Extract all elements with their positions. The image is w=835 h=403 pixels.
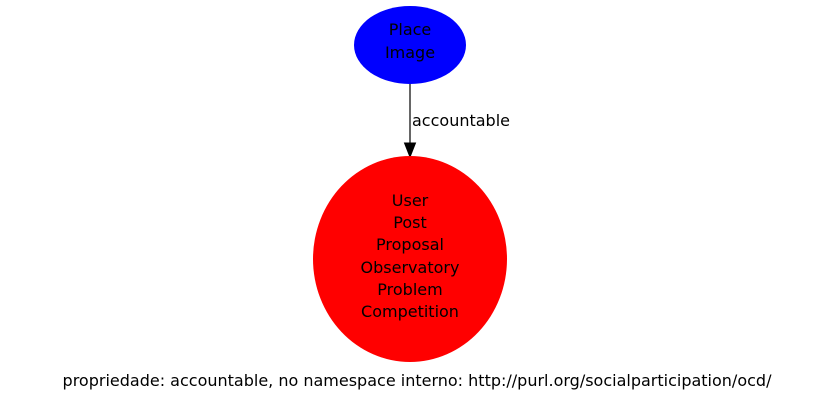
source-node-label-image: Image (385, 43, 435, 62)
source-node[interactable]: Place Image (354, 6, 466, 84)
diagram-caption: propriedade: accountable, no namespace i… (63, 371, 773, 390)
target-node-label-observatory: Observatory (361, 258, 460, 277)
target-node-label-proposal: Proposal (376, 235, 444, 254)
target-node-label-problem: Problem (377, 280, 442, 299)
target-node[interactable]: User Post Proposal Observatory Problem C… (313, 156, 507, 362)
edge-arrowhead (403, 142, 417, 159)
target-node-label-user: User (392, 191, 429, 210)
target-node-label-post: Post (393, 213, 426, 232)
source-node-shape (354, 6, 466, 84)
edge-accountable[interactable]: accountable (403, 84, 511, 159)
target-node-shape (313, 156, 507, 362)
edge-label: accountable (412, 111, 510, 130)
source-node-label-place: Place (389, 20, 432, 39)
target-node-label-competition: Competition (361, 302, 459, 321)
